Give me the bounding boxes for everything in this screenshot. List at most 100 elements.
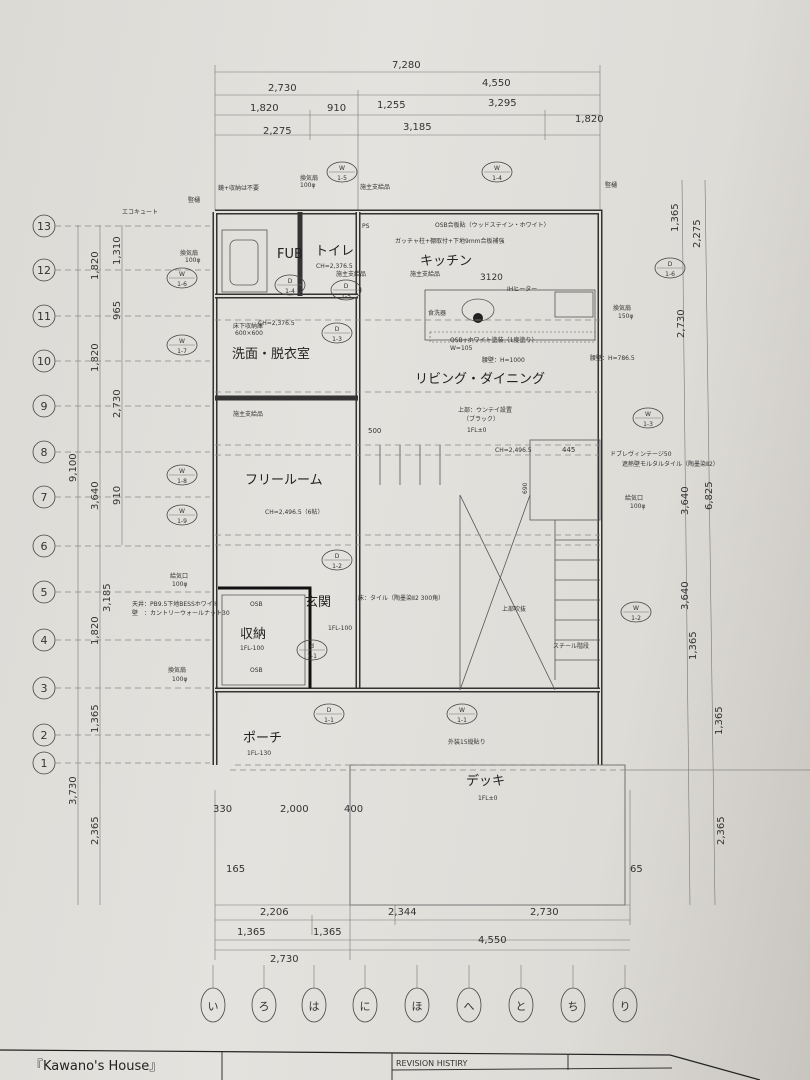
tag-type: W — [459, 707, 465, 714]
annotation: OSB+ホワイト塗装（1度塗り） — [450, 336, 538, 344]
tag-d15: D 1-5 — [330, 279, 362, 301]
annotation: CH=2,496.5（6帖） — [265, 508, 323, 516]
dim-text: 1,365 — [313, 927, 342, 938]
annotation: 100φ — [630, 503, 645, 510]
annotation: 給気口 — [170, 572, 188, 580]
grid-column-label: ろ — [259, 1000, 270, 1013]
tag-w17: W1-7 — [166, 334, 198, 356]
dim-text: 1,820 — [250, 103, 279, 114]
dim-text: 3,730 — [68, 776, 79, 805]
grid-column-label: へ — [464, 1000, 475, 1013]
grid-row-label: 2 — [41, 729, 48, 742]
grid-row-bubble: 12 — [32, 258, 210, 282]
room-washroom: 洗面・脱衣室 — [232, 346, 310, 362]
tag-type: D — [327, 707, 332, 714]
room-labels: FUB トイレ キッチン 3120 洗面・脱衣室 リビング・ダイニング フリール… — [232, 244, 545, 802]
annotation: 上部吹抜 — [502, 605, 526, 613]
grid-column-bubble: と — [508, 965, 534, 1023]
grid-row-bubble: 1 — [32, 751, 210, 775]
annotation: 1FL±0 — [467, 427, 487, 434]
tag-w13: W 1-3 — [632, 407, 664, 429]
tag-number: 1-2 — [332, 563, 342, 570]
tag-number: 1-3 — [643, 421, 653, 428]
grid-row-label: 5 — [41, 586, 48, 599]
dim-text: 1,365 — [714, 706, 725, 735]
tag-type: D — [288, 278, 293, 285]
annotation: （ブラック） — [463, 415, 499, 423]
dim-text: 2,365 — [716, 816, 727, 845]
annotation: ガッチャ柱+棚取付+下地9mm合板補強 — [395, 237, 505, 245]
room-storage: 収納 — [240, 627, 266, 642]
tag-number: 1-1 — [324, 717, 334, 724]
dim-text: 2,344 — [388, 907, 417, 918]
dim-text: 1,820 — [90, 343, 101, 372]
tag-number: 1-6 — [665, 271, 675, 278]
annotation: ドブレヴィンテージ50 — [610, 450, 672, 458]
grid-row-label: 1 — [41, 757, 48, 770]
room-toilet: トイレ — [315, 244, 354, 259]
annotation: 換気扇 — [168, 666, 186, 674]
tag-type: W — [179, 508, 185, 515]
grid-row-bubble: 13 — [32, 214, 210, 238]
grid-columns: いろはにほへとちり — [200, 965, 638, 1023]
dim-text: 1,820 — [90, 616, 101, 645]
grid-column-label: に — [360, 1000, 371, 1013]
grid-row-label: 13 — [37, 220, 51, 233]
tag-type: d — [310, 643, 314, 650]
annotation: 上部：ウンテイ設置 — [458, 406, 512, 414]
annotation: スチール階段 — [553, 642, 589, 650]
annotation: 鏡+収納は不要 — [218, 184, 259, 192]
room-fub: FUB — [277, 247, 303, 262]
dim-text: 2,730 — [112, 389, 123, 418]
dim-text: 2,275 — [692, 219, 703, 248]
dim-text: 2,730 — [268, 83, 297, 94]
tag-w11: W1-1 — [446, 703, 478, 725]
grid-row-label: 11 — [37, 310, 51, 323]
tag-number: 1-5 — [341, 293, 351, 300]
annotation: 壁 ：カントリーウォールナット30 — [132, 609, 230, 617]
annotation: 施主支給品 — [410, 270, 440, 278]
annotation: 遮熱壁モルタルタイル（陶墨染Ⅱ2） — [622, 460, 719, 468]
grid-column-label: は — [309, 1000, 320, 1013]
annotation: 施主支給品 — [360, 183, 390, 191]
tag-number: 1-4 — [492, 175, 502, 182]
dim-text: 910 — [327, 103, 346, 114]
project-title: 『Kawano's House』 — [30, 1059, 162, 1074]
tag-type: D — [335, 553, 340, 560]
tag-d13: D1-3 — [321, 322, 353, 344]
grid-column-bubble: へ — [456, 965, 482, 1023]
tag-type: D — [344, 283, 349, 290]
porch-level: 1FL-130 — [247, 750, 271, 757]
grid-row-bubble: 7 — [32, 485, 210, 509]
dim-text: 1,365 — [688, 631, 699, 660]
room-living-dining: リビング・ダイニング — [415, 372, 545, 387]
grid-row-label: 7 — [41, 491, 48, 504]
tag-number: 1-7 — [177, 348, 187, 355]
tag-number: 1-9 — [177, 518, 187, 525]
tag-type: W — [645, 411, 651, 418]
kitchen-width: 3120 — [480, 273, 503, 283]
storage-level: 1FL-100 — [240, 645, 264, 652]
dim-text: 2,365 — [90, 816, 101, 845]
annotation: 腰壁：H=1000 — [482, 356, 525, 364]
room-porch: ポーチ — [243, 731, 282, 746]
dim-text: 9,100 — [68, 453, 79, 482]
annotation: OSB合板貼（ウッドステイン・ホワイト） — [435, 221, 550, 229]
annotation: 換気扇 — [300, 174, 318, 182]
dim-text: 400 — [344, 804, 363, 815]
dim-text: 1,820 — [575, 114, 604, 125]
annotation: PS — [362, 223, 370, 230]
grid-row-bubble: 4 — [32, 628, 210, 652]
dim-text: 3,185 — [102, 583, 113, 612]
annotation: 換気扇 — [180, 249, 198, 257]
dim-text: 2,275 — [263, 126, 292, 137]
grid-column-bubble: ち — [560, 965, 586, 1023]
annotation: 500 — [368, 427, 381, 435]
grid-column-label: と — [516, 1000, 527, 1013]
grid-row-label: 6 — [41, 540, 48, 553]
grid-row-bubble: 9 — [32, 394, 210, 418]
grid-row-label: 4 — [41, 634, 48, 647]
tag-number: 1-8 — [177, 478, 187, 485]
